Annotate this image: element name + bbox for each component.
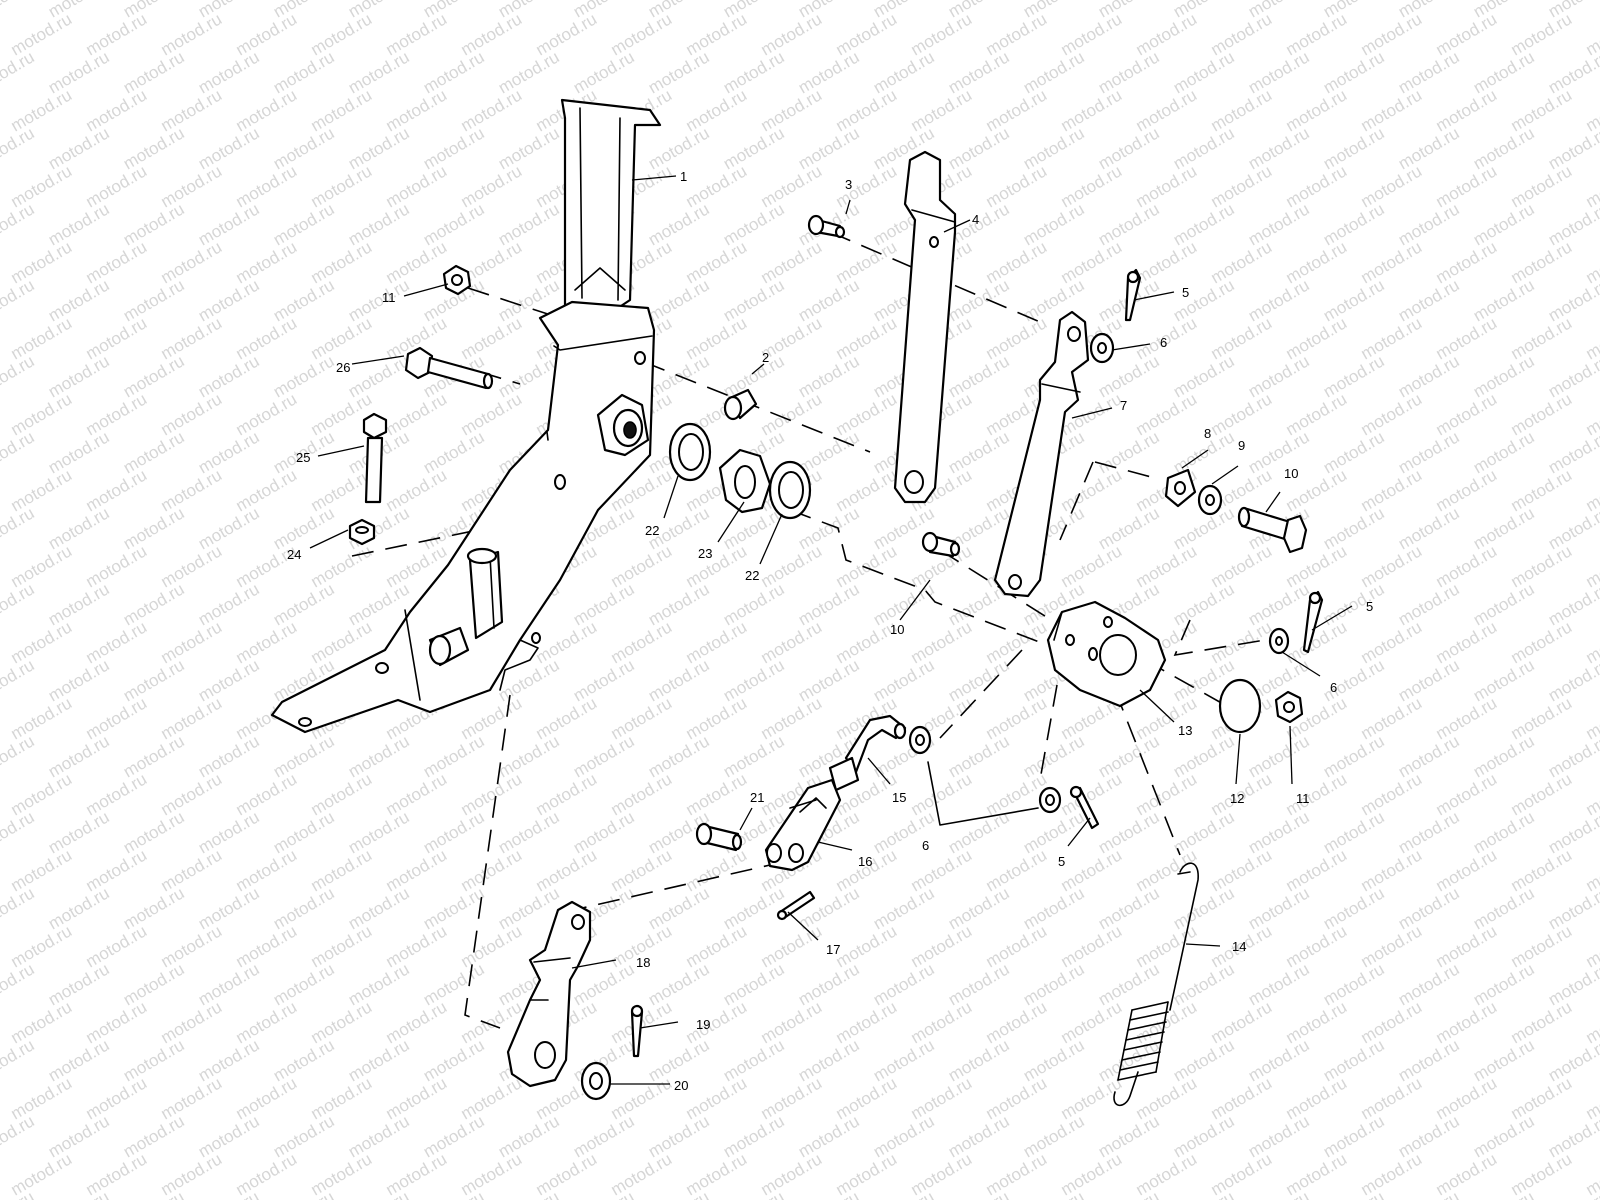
callout-22-left: 22 bbox=[645, 523, 659, 538]
callout-15: 15 bbox=[892, 790, 906, 805]
callout-23: 23 bbox=[698, 546, 712, 561]
part-12-large-washer bbox=[1218, 678, 1262, 734]
part-14-spring bbox=[1113, 862, 1199, 1107]
part-22-washer-right bbox=[768, 460, 812, 520]
callout-5-right: 5 bbox=[1366, 599, 1373, 614]
part-16-clevis bbox=[764, 778, 842, 872]
part-26-bolt bbox=[404, 346, 494, 390]
callout-5-lower: 5 bbox=[1058, 854, 1065, 869]
part-25-bolt bbox=[362, 412, 388, 504]
part-19-cotter-pin bbox=[630, 1004, 644, 1058]
callout-6-right: 6 bbox=[1330, 680, 1337, 695]
callout-24: 24 bbox=[287, 547, 301, 562]
washer-hole bbox=[1205, 494, 1215, 506]
part-13-cam-plate bbox=[1046, 600, 1167, 708]
part-5-cotter-pin-upper bbox=[1124, 268, 1142, 322]
callout-11-upper: 11 bbox=[382, 290, 396, 305]
washer-hole bbox=[589, 1072, 603, 1090]
callout-18: 18 bbox=[636, 955, 650, 970]
part-1-main-bracket bbox=[270, 98, 662, 734]
part-15-rod bbox=[828, 714, 907, 792]
callout-19: 19 bbox=[696, 1017, 710, 1032]
part-23-wave-washer bbox=[718, 448, 772, 514]
callout-11-lower: 11 bbox=[1296, 791, 1310, 806]
callout-14: 14 bbox=[1232, 939, 1246, 954]
part-21-pin bbox=[695, 822, 743, 852]
callout-5-upper: 5 bbox=[1182, 285, 1189, 300]
washer-hole bbox=[1045, 794, 1055, 806]
callout-1: 1 bbox=[680, 169, 687, 184]
callout-8: 8 bbox=[1204, 426, 1211, 441]
washer-hole bbox=[915, 734, 925, 746]
washer-hole bbox=[1275, 636, 1283, 646]
callout-22-right: 22 bbox=[745, 568, 759, 583]
callout-labels: 1 2 3 4 5 5 5 6 6 6 7 8 9 10 10 11 11 12… bbox=[287, 169, 1373, 1093]
part-24-nut bbox=[348, 518, 376, 546]
callout-10-right: 10 bbox=[1284, 466, 1298, 481]
part-3-pin bbox=[807, 214, 846, 239]
part-5-cotter-pin-right bbox=[1302, 590, 1324, 654]
callout-6-lower: 6 bbox=[922, 838, 929, 853]
washer-hole bbox=[1097, 342, 1107, 354]
callout-13: 13 bbox=[1178, 723, 1192, 738]
callout-26: 26 bbox=[336, 360, 350, 375]
part-4-lever bbox=[893, 150, 957, 504]
part-2-spacer bbox=[723, 388, 758, 421]
part-5-cotter-pin-lower bbox=[1069, 785, 1100, 830]
callout-16: 16 bbox=[858, 854, 872, 869]
part-7-lever bbox=[993, 310, 1090, 598]
part-11-nut-lower bbox=[1274, 690, 1304, 724]
part-22-washer-left bbox=[668, 422, 712, 482]
callout-3: 3 bbox=[845, 177, 852, 192]
part-10-bolt-right bbox=[1237, 506, 1308, 554]
callout-12: 12 bbox=[1230, 791, 1244, 806]
callout-20: 20 bbox=[674, 1078, 688, 1093]
callout-4: 4 bbox=[972, 212, 979, 227]
part-18-lower-arm bbox=[506, 900, 592, 1088]
part-17-pin bbox=[776, 890, 816, 921]
callout-9: 9 bbox=[1238, 438, 1245, 453]
leader-lines bbox=[309, 175, 1353, 1085]
callout-6-upper: 6 bbox=[1160, 335, 1167, 350]
callout-2: 2 bbox=[762, 350, 769, 365]
callout-21: 21 bbox=[750, 790, 764, 805]
part-10-bolt-center bbox=[921, 531, 961, 558]
callout-7: 7 bbox=[1120, 398, 1127, 413]
part-8-lock-washer bbox=[1164, 468, 1197, 508]
callout-25: 25 bbox=[296, 450, 310, 465]
callout-10-center: 10 bbox=[890, 622, 904, 637]
callout-17: 17 bbox=[826, 942, 840, 957]
part-11-nut-upper bbox=[442, 264, 472, 296]
